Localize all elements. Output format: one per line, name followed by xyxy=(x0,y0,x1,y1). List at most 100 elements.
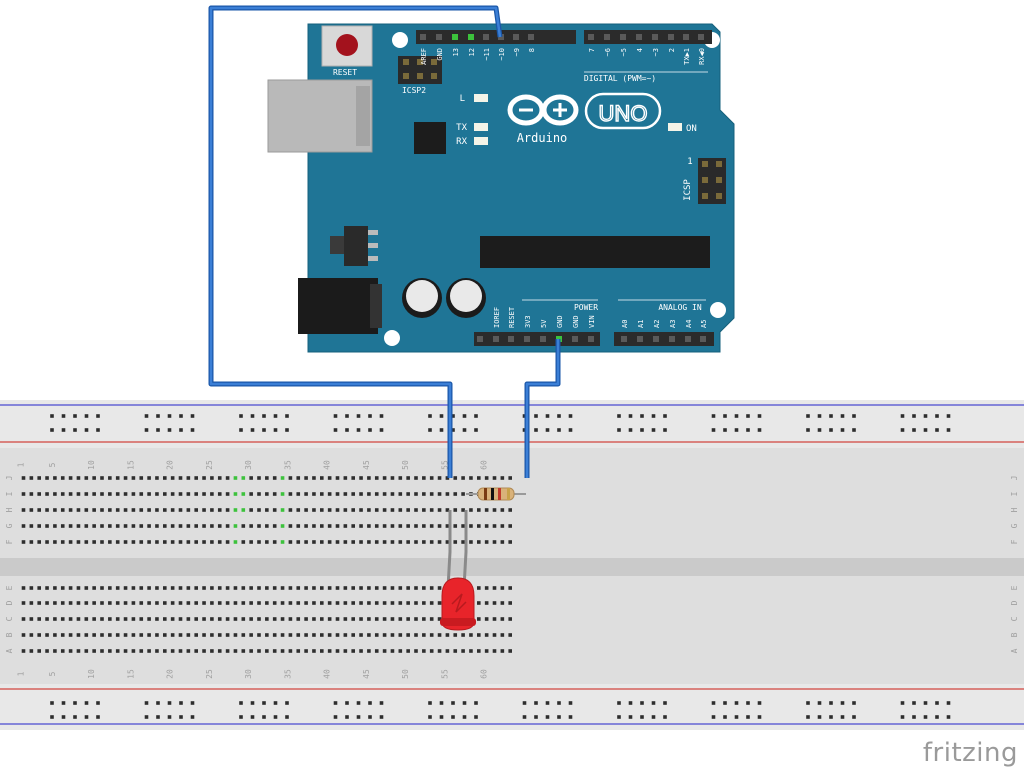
breadboard-hole xyxy=(139,649,144,653)
rail-hole xyxy=(852,414,856,418)
breadboard-hole xyxy=(406,601,410,605)
breadboard-hole xyxy=(272,476,277,480)
reset-button-cap[interactable] xyxy=(336,34,358,56)
breadboard-hole xyxy=(508,540,512,544)
breadboard-hole xyxy=(194,633,198,637)
rail-hole xyxy=(356,701,361,705)
breadboard-hole xyxy=(241,524,246,528)
breadboard-hole xyxy=(437,476,442,480)
led-rim xyxy=(440,618,476,626)
breadboard-hole xyxy=(53,649,57,653)
breadboard-hole xyxy=(288,508,293,512)
led-cathode-leg xyxy=(446,510,452,589)
breadboard-hole xyxy=(445,540,450,544)
rail-hole xyxy=(262,414,266,418)
row-letter: A xyxy=(1010,648,1019,653)
rail-hole xyxy=(829,428,833,432)
rail-hole xyxy=(817,414,822,418)
breadboard-hole xyxy=(186,649,191,653)
rail-hole xyxy=(345,428,349,432)
breadboard-hole xyxy=(398,601,403,605)
rail-hole xyxy=(439,428,444,432)
header-pin xyxy=(683,34,689,40)
wires xyxy=(208,5,561,478)
breadboard-hole xyxy=(147,586,151,590)
breadboard-hole xyxy=(202,540,206,544)
row-letter: H xyxy=(1010,507,1019,512)
breadboard-hole xyxy=(186,476,191,480)
breadboard-hole xyxy=(194,508,198,512)
digital-label: DIGITAL (PWM=~) xyxy=(584,74,656,83)
breadboard-hole xyxy=(335,508,340,512)
rail-hole xyxy=(923,414,928,418)
breadboard-hole xyxy=(422,524,426,528)
breadboard-hole xyxy=(29,492,34,496)
breadboard-hole xyxy=(288,586,293,590)
breadboard-hole xyxy=(265,633,269,637)
column-number: 60 xyxy=(480,460,489,470)
breadboard-hole xyxy=(469,649,473,653)
breadboard-hole xyxy=(327,540,332,544)
rail-hole xyxy=(711,715,716,719)
breadboard-hole xyxy=(21,476,26,480)
analog-pin-label: A3 xyxy=(669,320,677,328)
breadboard-hole xyxy=(115,633,120,637)
breadboard-hole xyxy=(257,476,261,480)
uno-badge xyxy=(584,92,662,130)
breadboard-hole xyxy=(225,586,230,590)
icsp2-pin xyxy=(431,73,437,79)
breadboard-hole xyxy=(257,508,261,512)
rail-hole xyxy=(723,428,727,432)
breadboard-hole xyxy=(186,524,191,528)
breadboard-hole xyxy=(469,633,473,637)
breadboard-hole xyxy=(304,617,308,621)
breadboard-hole xyxy=(147,492,151,496)
breadboard-hole xyxy=(343,633,348,637)
breadboard-hole xyxy=(217,633,222,637)
column-number: 15 xyxy=(126,460,135,470)
breadboard-hole xyxy=(225,508,230,512)
header-pin xyxy=(700,336,706,342)
breadboard-hole xyxy=(21,586,26,590)
breadboard-hole xyxy=(382,586,387,590)
rail-hole xyxy=(935,701,939,705)
rail-hole xyxy=(428,414,432,418)
breadboard-hole xyxy=(406,492,410,496)
breadboard-hole xyxy=(76,617,81,621)
rail-hole xyxy=(734,701,739,705)
rail-hole xyxy=(61,428,66,432)
breadboard-hole xyxy=(429,492,434,496)
rail-hole xyxy=(734,414,739,418)
rail-hole xyxy=(273,414,278,418)
power-pin-label: VIN xyxy=(588,315,596,328)
breadboard-hole xyxy=(272,617,277,621)
breadboard-hole xyxy=(280,586,285,590)
breadboard-hole xyxy=(367,617,371,621)
digital-pin-label: 7 xyxy=(588,48,596,52)
breadboard-hole xyxy=(445,649,450,653)
column-number: 5 xyxy=(48,671,57,676)
breadboard-hole xyxy=(163,586,167,590)
breadboard-hole xyxy=(233,540,238,544)
breadboard-hole xyxy=(320,492,324,496)
center-channel xyxy=(0,558,1024,576)
breadboard-hole xyxy=(92,649,96,653)
breadboard-hole xyxy=(115,586,120,590)
breadboard-hole xyxy=(296,649,301,653)
resistor-band xyxy=(484,488,487,500)
rail-hole xyxy=(617,414,621,418)
breadboard-hole xyxy=(60,649,65,653)
breadboard-hole xyxy=(406,476,410,480)
breadboard-hole xyxy=(139,540,144,544)
column-number: 30 xyxy=(244,669,253,679)
breadboard-hole xyxy=(288,492,293,496)
breadboard-hole xyxy=(414,601,418,605)
icsp-pin xyxy=(702,161,708,167)
row-letter: B xyxy=(5,632,14,637)
breadboard-hole xyxy=(37,508,41,512)
breadboard-hole xyxy=(500,617,505,621)
breadboard-hole xyxy=(422,492,426,496)
breadboard-hole xyxy=(76,492,81,496)
